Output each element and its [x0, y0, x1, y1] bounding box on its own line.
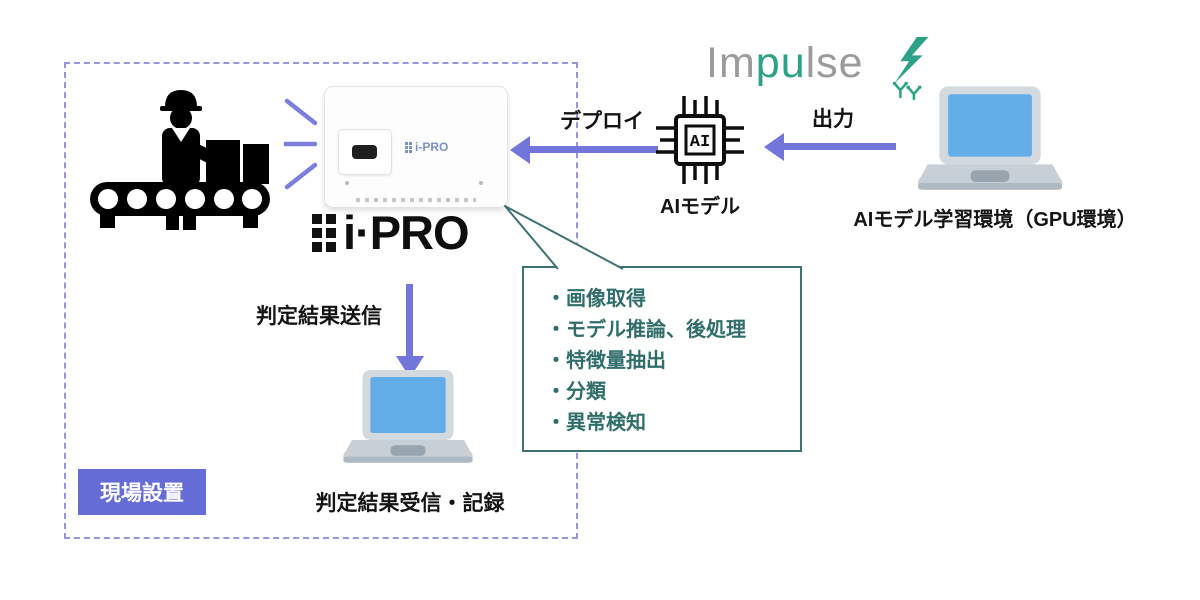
device-screw	[479, 181, 483, 185]
callout-list: ・画像取得 ・モデル推論、後処理 ・特徴量抽出 ・分類 ・異常検知	[546, 284, 800, 439]
device-screw	[345, 181, 349, 185]
callout-item: ・画像取得	[546, 288, 646, 310]
svg-text:AI: AI	[690, 133, 710, 152]
impulse-word-part: pu	[755, 39, 806, 87]
ipro-edge-device: i-PRO	[324, 86, 508, 208]
ipro-dots-mark	[405, 141, 412, 153]
factory-conveyor-worker-icon	[90, 90, 270, 230]
ipro-dots-mark	[312, 213, 336, 252]
output-label: 出力	[812, 108, 854, 131]
deploy-arrowhead-icon	[510, 136, 530, 164]
ai-chip-icon: AI	[656, 96, 744, 184]
callout-item: ・モデル推論、後処理	[546, 319, 746, 341]
gpu-environment-label: AIモデル学習環境（GPU環境）	[853, 209, 1137, 231]
callout-item: ・特徴量抽出	[546, 350, 666, 372]
field-installation-badge: 現場設置	[78, 469, 206, 515]
receiver-label: 判定結果受信・記録	[315, 492, 505, 515]
gpu-laptop-icon	[917, 86, 1063, 190]
ai-model-label: AIモデル	[660, 196, 740, 218]
impulse-word-part: lse	[805, 39, 864, 87]
callout-item: ・分類	[546, 381, 606, 403]
deploy-arrow-line	[528, 146, 658, 153]
output-arrow-line	[782, 143, 896, 150]
callout-pointer	[504, 205, 624, 270]
device-mini-logo: i-PRO	[405, 140, 448, 154]
device-camera-module	[338, 129, 392, 175]
callout-item: ・異常検知	[546, 412, 646, 434]
send-arrow-line	[406, 284, 413, 356]
device-functions-callout: ・画像取得 ・モデル推論、後処理 ・特徴量抽出 ・分類 ・異常検知	[522, 266, 802, 452]
impulse-lightning-icon	[892, 37, 929, 100]
device-vents	[356, 198, 476, 202]
ipro-wordmark: i·PRO	[312, 209, 470, 256]
impulse-logo: Im pu lse	[706, 42, 864, 85]
receiver-laptop-icon	[343, 370, 473, 463]
camera-rays-icon	[284, 98, 318, 190]
impulse-word-part: Im	[706, 39, 756, 87]
device-lens	[352, 145, 377, 159]
send-results-label: 判定結果送信	[256, 305, 382, 328]
output-arrowhead-icon	[764, 133, 784, 161]
deploy-label: デプロイ	[560, 110, 644, 133]
